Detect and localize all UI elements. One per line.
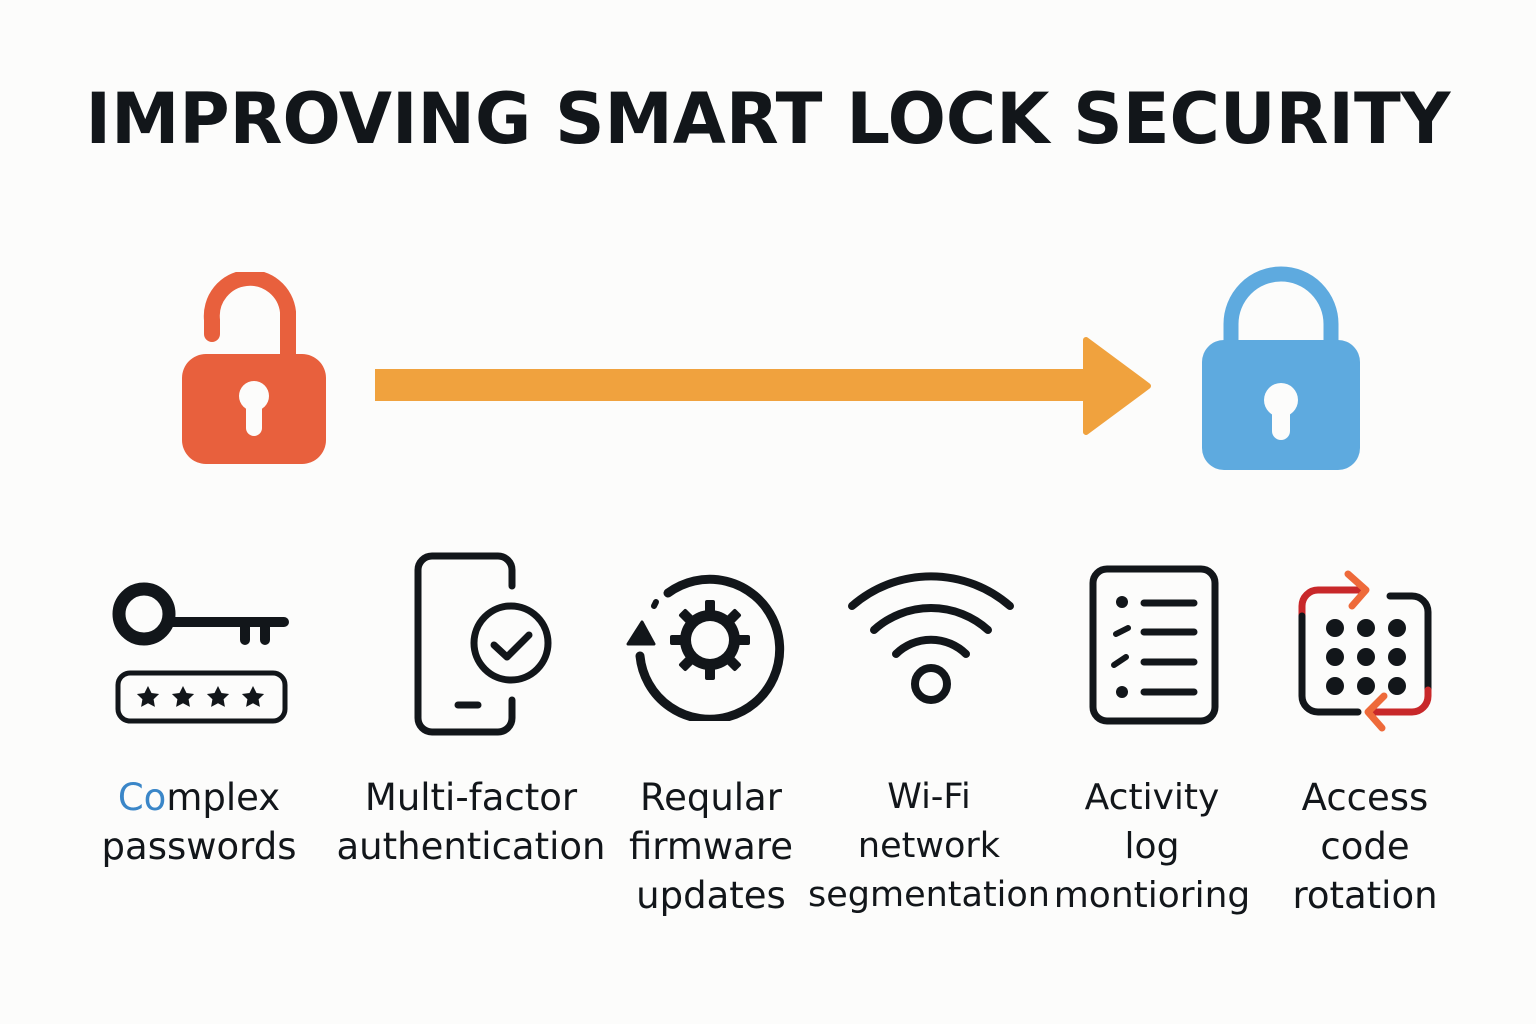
phone-check-icon xyxy=(414,552,552,736)
unlocked-padlock-icon xyxy=(182,272,326,464)
keypad-rotation-icon xyxy=(1298,570,1432,732)
label-activity-log-monitoring: Activity log montioring xyxy=(1053,777,1251,916)
label-multi-factor-authentication: Multi-factor authentication xyxy=(336,776,606,868)
label-access-code-rotation: Access code rotation xyxy=(1292,776,1438,917)
wifi-icon xyxy=(848,572,1014,704)
locked-padlock-icon xyxy=(1202,266,1360,470)
right-arrow-icon xyxy=(375,337,1151,435)
password-stars xyxy=(136,686,265,707)
label-complex-passwords: Complex passwords xyxy=(101,776,297,868)
label-accent-text: Co xyxy=(117,776,167,819)
activity-log-icon xyxy=(1089,565,1219,725)
label-wifi-network-segmentation: Wi-Fi network segmentation xyxy=(807,777,1050,915)
keypad-dots xyxy=(1326,619,1406,695)
key-password-icon xyxy=(112,582,289,724)
page-title: IMPROVING SMART LOCK SECURITY xyxy=(85,78,1451,160)
label-regular-firmware-updates: Reqular firmware updates xyxy=(628,776,793,917)
gear-refresh-icon xyxy=(626,574,785,721)
